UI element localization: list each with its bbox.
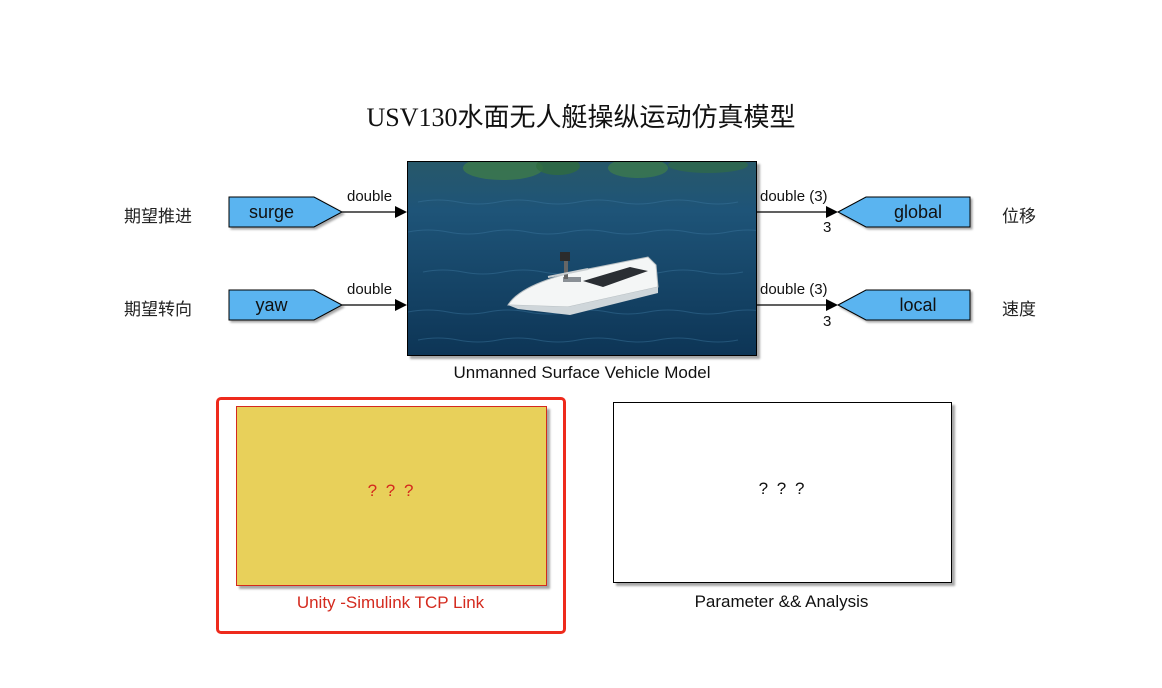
goto-tag-icon <box>228 289 344 321</box>
param-block-caption: Parameter && Analysis <box>694 592 869 611</box>
signal-width-global: 3 <box>823 219 832 236</box>
arrow-head-icon <box>826 206 838 218</box>
signal-width-local: 3 <box>823 313 832 330</box>
param-block-content: ? ? ? <box>758 478 807 498</box>
arrow-head-icon <box>826 299 838 311</box>
wire-surge[interactable] <box>342 206 407 218</box>
wire-global[interactable] <box>755 206 838 218</box>
from-tag-icon <box>836 289 971 321</box>
selection-highlight <box>216 397 566 634</box>
boat-icon <box>408 162 756 355</box>
port-global[interactable]: global <box>893 202 943 222</box>
input-label-yaw: 期望转向 <box>124 300 192 320</box>
signal-type-global: double (3) <box>760 188 828 205</box>
signal-type-local: double (3) <box>760 281 828 298</box>
parameter-analysis-block[interactable]: ? ? ? <box>613 402 952 583</box>
port-local[interactable]: local <box>899 295 937 315</box>
arrow-head-icon <box>395 299 407 311</box>
output-label-global: 位移 <box>1002 207 1036 227</box>
input-label-surge: 期望推进 <box>124 207 192 227</box>
arrow-head-icon <box>395 206 407 218</box>
wire-yaw[interactable] <box>342 299 407 311</box>
port-surge[interactable]: surge <box>248 202 295 222</box>
signal-type-yaw: double <box>347 281 393 298</box>
signal-type-surge: double <box>347 188 393 205</box>
usv-model-block[interactable] <box>407 161 757 356</box>
output-label-local: 速度 <box>1002 300 1036 320</box>
model-title: USV130水面无人艇操纵运动仿真模型 <box>366 103 796 132</box>
unity-block-content: ? ? ? <box>367 481 416 500</box>
unity-tcp-link-block[interactable]: ? ? ? <box>236 406 547 586</box>
from-tag-icon <box>836 196 971 228</box>
wire-local[interactable] <box>755 299 838 311</box>
port-yaw[interactable]: yaw <box>255 295 288 315</box>
unity-block-caption: Unity -Simulink TCP Link <box>296 593 485 612</box>
usv-model-caption: Unmanned Surface Vehicle Model <box>453 363 711 382</box>
goto-tag-icon <box>228 196 344 228</box>
